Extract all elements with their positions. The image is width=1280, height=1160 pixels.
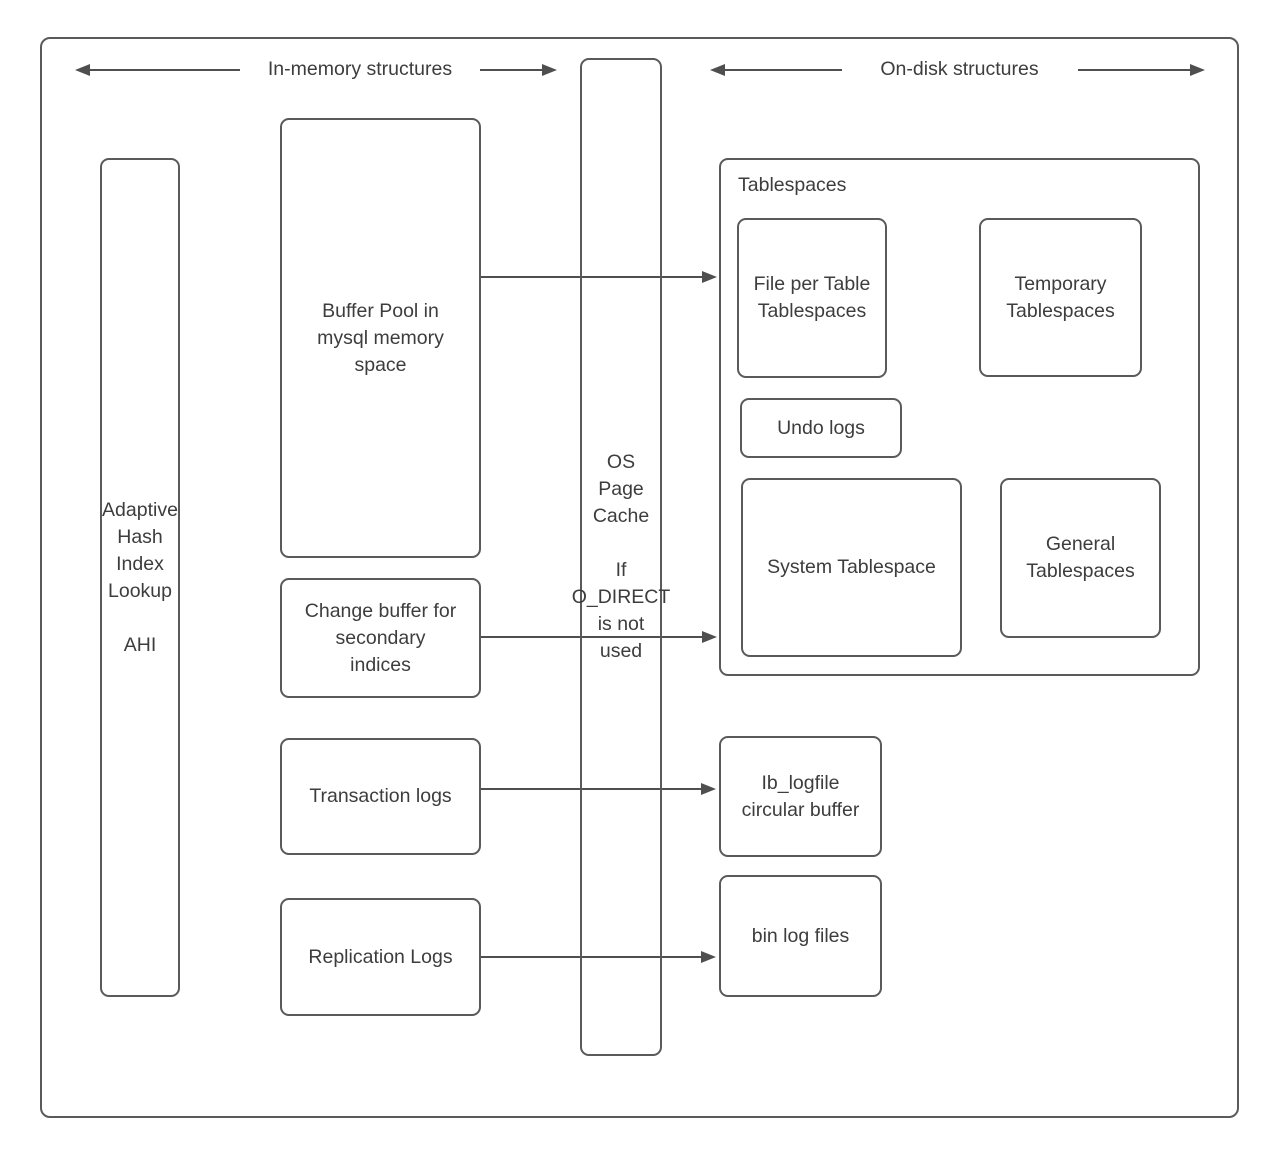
node-label-line: Tablespaces [757, 300, 867, 322]
node-adaptive-hash-index: Adaptive Hash Index Lookup AHI [100, 158, 180, 997]
node-label-line: Change buffer for [304, 599, 457, 622]
header-line [480, 69, 542, 71]
node-ib-logfile: Ib_logfile circular buffer [719, 736, 882, 857]
header-in-memory: In-memory structures [267, 58, 453, 80]
node-label-line: Cache [592, 505, 650, 527]
node-label-line: Index [116, 552, 164, 575]
node-system-tablespace: System Tablespace [741, 478, 962, 657]
node-undo-logs: Undo logs [740, 398, 902, 458]
node-label-line: OS [606, 451, 636, 473]
node-label-line: circular buffer [741, 798, 860, 821]
node-label-line: O_DIRECT [571, 586, 671, 608]
arrowhead-right-icon [1190, 64, 1205, 76]
node-temporary-tablespaces: Temporary Tablespaces [979, 218, 1142, 377]
node-label-line: Tablespaces [1006, 299, 1115, 322]
diagram-outer-frame [40, 37, 1239, 1118]
node-file-per-table-tablespaces: File per Table Tablespaces [737, 218, 887, 378]
group-tablespaces-label: Tablespaces [738, 174, 847, 196]
node-label-line: Tablespaces [1026, 560, 1135, 582]
node-label-line: Hash [117, 525, 163, 548]
node-label-line: If [615, 559, 627, 581]
node-label-line: Replication Logs [308, 945, 453, 968]
node-transaction-logs: Transaction logs [280, 738, 481, 855]
node-general-tablespaces: General Tablespaces [1000, 478, 1161, 638]
arrowhead-right-icon [701, 951, 716, 963]
connector-replication-logs-to-bin-log [481, 956, 701, 958]
node-os-page-cache: OS Page Cache If O_DIRECT is not used [572, 58, 670, 1056]
node-label-line: space [354, 353, 407, 376]
arrowhead-right-icon [702, 631, 717, 643]
node-label-line: bin log files [751, 924, 850, 947]
arrowhead-right-icon [701, 783, 716, 795]
node-label-line: mysql memory [317, 326, 444, 349]
header-line [725, 69, 842, 71]
node-replication-logs: Replication Logs [280, 898, 481, 1016]
node-label-line: AHI [123, 633, 157, 656]
arrowhead-right-icon [542, 64, 557, 76]
node-label-line: System Tablespace [767, 556, 936, 578]
arrowhead-left-icon [710, 64, 725, 76]
node-label-line: General [1045, 533, 1116, 555]
node-label-line: used [599, 640, 643, 662]
node-buffer-pool: Buffer Pool in mysql memory space [280, 118, 481, 558]
node-label-line: Adaptive [102, 498, 178, 521]
node-label-line: Buffer Pool in [322, 299, 439, 322]
arrowhead-right-icon [702, 271, 717, 283]
node-label-line: Temporary [1014, 272, 1107, 295]
node-change-buffer: Change buffer for secondary indices [280, 578, 481, 698]
arrowhead-left-icon [75, 64, 90, 76]
header-line [1078, 69, 1190, 71]
connector-transaction-logs-to-ib-logfile [481, 788, 701, 790]
header-line [90, 69, 240, 71]
header-on-disk: On-disk structures [880, 58, 1039, 80]
connector-buffer-pool-to-tablespaces [481, 276, 702, 278]
node-label-line: indices [350, 653, 411, 676]
node-bin-log-files: bin log files [719, 875, 882, 997]
node-label-line: Ib_logfile [761, 771, 840, 794]
connector-change-buffer-to-tablespaces [481, 636, 702, 638]
node-label-line: Transaction logs [309, 785, 452, 807]
node-label-line: File per Table [753, 273, 871, 295]
node-label-line: Page [598, 478, 644, 500]
node-label-line: Lookup [108, 579, 172, 602]
node-label-line: Undo logs [777, 416, 865, 439]
node-label-line: is not [597, 613, 645, 635]
node-label-line: secondary [335, 626, 426, 649]
group-tablespaces [719, 158, 1200, 676]
